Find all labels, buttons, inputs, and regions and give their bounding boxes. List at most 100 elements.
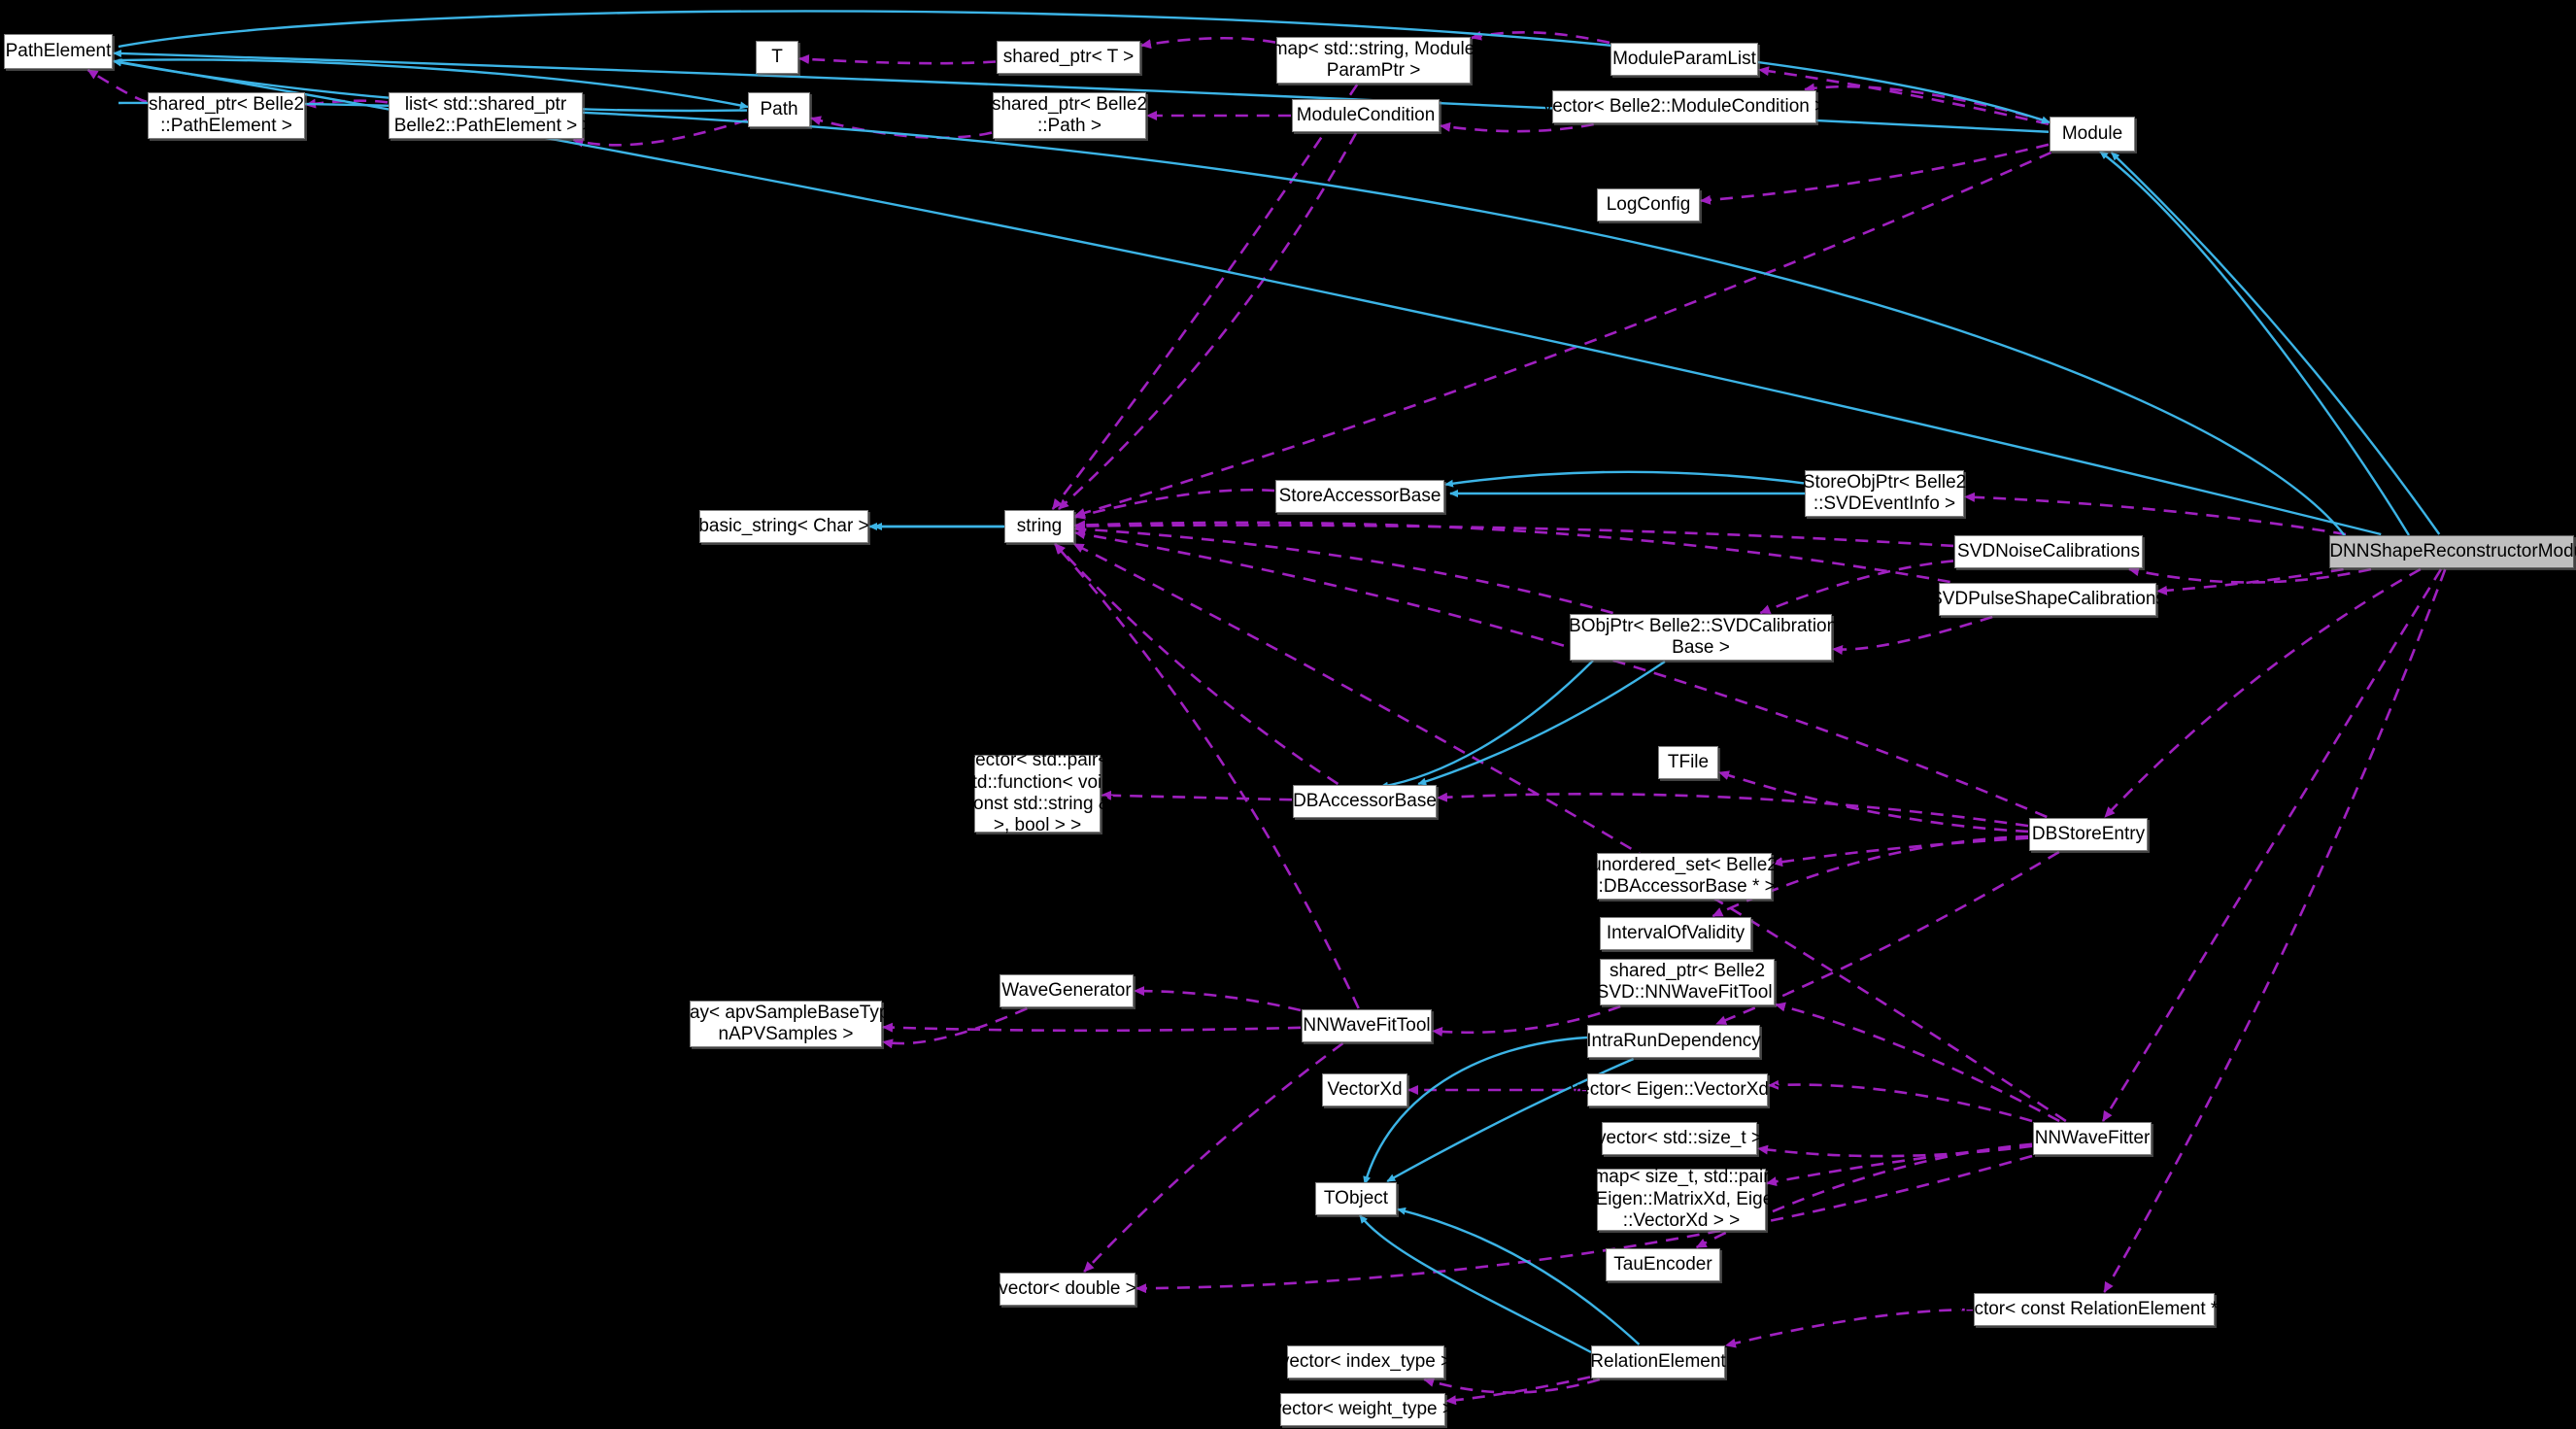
- edge-DBStoreEntry-to-TFile: [1718, 770, 2029, 834]
- edge-SVDNoiseCalibrations-to-string: [1074, 521, 1954, 548]
- graph-node-sharedPtrPathElement[interactable]: shared_ptr< Belle2 ::PathElement >: [148, 92, 305, 139]
- edge-SVDNNShapeReconModule-to-NNWaveFitter: [2101, 568, 2443, 1122]
- edge-Module-to-vectorModuleCondition: [1804, 83, 2050, 123]
- edge-SVDNNShapeReconModule-to-SVDPulseShapeCalib: [2156, 567, 2344, 595]
- graph-node-label: TObject: [1323, 1187, 1389, 1208]
- graph-node-sharedPtrPath[interactable]: shared_ptr< Belle2 ::Path >: [992, 92, 1147, 139]
- graph-node-PathElement[interactable]: PathElement: [4, 34, 113, 69]
- graph-node-TFile[interactable]: TFile: [1658, 746, 1718, 779]
- graph-node-mapSizeTPairMatrix[interactable]: map< size_t, std::pair < Eigen::MatrixXd…: [1579, 1167, 1783, 1231]
- graph-node-listSharedPtrPathElem[interactable]: list< std::shared_ptr < Belle2::PathElem…: [378, 92, 593, 139]
- graph-node-sharedPtrT[interactable]: shared_ptr< T >: [997, 41, 1140, 74]
- graph-node-label: unordered_set< Belle2 ::DBAccessorBase *…: [1591, 854, 1778, 897]
- graph-node-label: IntraRunDependency: [1586, 1030, 1761, 1051]
- graph-node-NNWaveFitter[interactable]: NNWaveFitter: [2033, 1122, 2152, 1155]
- graph-node-label: NNWaveFitTool: [1303, 1014, 1431, 1036]
- graph-node-VectorXd[interactable]: VectorXd: [1322, 1073, 1407, 1106]
- edge-DBStoreEntry-to-unorderedSetDBAccessor: [1772, 836, 2029, 868]
- edge-SVDPulseShapeCalib-to-string: [1074, 520, 1950, 584]
- edge-sharedPtrPath-to-Path: [810, 116, 993, 140]
- graph-node-RelationElement[interactable]: RelationElement: [1590, 1345, 1726, 1378]
- graph-node-WaveGenerator[interactable]: WaveGenerator: [1000, 974, 1134, 1007]
- graph-node-vectorEigenVectorXd[interactable]: vector< Eigen::VectorXd >: [1571, 1073, 1784, 1106]
- graph-node-unorderedSetDBAccessor[interactable]: unordered_set< Belle2 ::DBAccessorBase *…: [1591, 853, 1778, 900]
- graph-node-StoreObjPtrSVDEvent[interactable]: StoreObjPtr< Belle2 ::SVDEventInfo >: [1802, 470, 1967, 517]
- edge-RelationElement-to-vectorWeightType: [1445, 1376, 1591, 1406]
- edge-StoreObjPtrSVDEvent-to-StoreAccessorBase: [1444, 470, 1805, 488]
- graph-node-label: SVDNoiseCalibrations: [1957, 540, 2140, 561]
- graph-node-DBAccessorBase[interactable]: DBAccessorBase: [1293, 785, 1437, 818]
- edge-NNWaveFitter-to-vectorSizeT: [1757, 1144, 2033, 1158]
- graph-node-vectorWeightType[interactable]: vector< weight_type >: [1272, 1393, 1453, 1426]
- graph-node-label: StoreAccessorBase: [1278, 485, 1441, 506]
- graph-node-vectorPairFunction[interactable]: vector< std::pair< std::function< void (…: [958, 750, 1117, 835]
- graph-node-DBObjPtrSVDCalib[interactable]: DBObjPtr< Belle2::SVDCalibrations Base >: [1555, 614, 1847, 661]
- edge-StoreAccessorBase-to-string: [1074, 488, 1275, 520]
- graph-node-label: string: [1016, 515, 1063, 536]
- edge-DBStoreEntry-to-string: [1074, 529, 2048, 819]
- graph-node-ModuleCondition[interactable]: ModuleCondition: [1292, 99, 1440, 132]
- graph-node-arrayApvSample[interactable]: array< apvSampleBaseType, nAPVSamples >: [667, 1001, 904, 1047]
- graph-node-IntraRunDependency[interactable]: IntraRunDependency: [1586, 1025, 1761, 1058]
- graph-node-TObject[interactable]: TObject: [1315, 1182, 1397, 1215]
- graph-node-label: StoreObjPtr< Belle2 ::SVDEventInfo >: [1802, 471, 1967, 514]
- graph-node-label: DBAccessorBase: [1293, 790, 1437, 811]
- spline-p-svdmod-module: [2099, 151, 2411, 536]
- graph-node-label: TFile: [1667, 751, 1710, 772]
- edge-sharedPtrT-to-T: [798, 53, 997, 65]
- graph-node-SVDNoiseCalibrations[interactable]: SVDNoiseCalibrations: [1954, 535, 2143, 568]
- spline-p-intrarun-tobject: [1363, 1036, 1588, 1185]
- graph-node-mapStringModuleParam[interactable]: map< std::string, Module ParamPtr >: [1272, 37, 1474, 84]
- graph-node-IntervalOfValidity[interactable]: IntervalOfValidity: [1600, 917, 1751, 950]
- edge-NNWaveFitTool-to-WaveGenerator: [1134, 986, 1302, 1012]
- edge-DBAccessorBase-to-vectorPairFunction: [1101, 790, 1293, 801]
- graph-node-string[interactable]: string: [1004, 510, 1074, 543]
- spline-p-dbobj-dbaccessor: [1379, 660, 1594, 790]
- edge-Module-to-LogConfig: [1700, 143, 2050, 205]
- graph-node-DBStoreEntry[interactable]: DBStoreEntry: [2029, 818, 2148, 851]
- edge-DBAccessorBase-to-string: [1054, 543, 1339, 786]
- edge-Path-to-listSharedPtrPathElem: [572, 119, 748, 148]
- graph-node-StoreAccessorBase[interactable]: StoreAccessorBase: [1275, 480, 1444, 513]
- graph-node-label: list< std::shared_ptr < Belle2::PathElem…: [378, 93, 593, 136]
- graph-node-basicStringChar[interactable]: basic_string< Char >: [698, 510, 869, 543]
- graph-node-SVDPulseShapeCalib[interactable]: SVDPulseShapeCalibrations: [1930, 583, 2165, 616]
- graph-node-label: map< size_t, std::pair < Eigen::MatrixXd…: [1579, 1167, 1783, 1232]
- graph-node-vectorDouble[interactable]: vector< double >: [999, 1273, 1136, 1306]
- edge-listSharedPtrPathElem-to-sharedPtrPathElement: [305, 98, 389, 109]
- graph-node-vectorSizeT[interactable]: vector< std::size_t >: [1597, 1122, 1762, 1155]
- graph-node-NNWaveFitTool[interactable]: NNWaveFitTool: [1302, 1009, 1432, 1042]
- graph-node-Path[interactable]: Path: [748, 92, 810, 127]
- edge-ModuleParamList-to-mapStringModuleParam: [1471, 30, 1610, 45]
- graph-node-label: ModuleParamList: [1612, 48, 1756, 69]
- graph-node-label: shared_ptr< Belle2 ::PathElement >: [148, 93, 305, 136]
- graph-node-Module[interactable]: Module: [2050, 117, 2135, 152]
- graph-node-ModuleParamList[interactable]: ModuleParamList: [1610, 43, 1758, 76]
- graph-node-label: LogConfig: [1606, 193, 1691, 215]
- usage-edges: [86, 30, 2447, 1406]
- edge-RelationElement-to-vectorIndexType: [1423, 1378, 1601, 1394]
- edge-DBObjPtrSVDCalib-to-DBAccessorBase: [1417, 661, 1666, 786]
- edge-NNWaveFitter-to-mapSizeTPairMatrix: [1766, 1143, 2033, 1187]
- graph-node-label: SVDNNShapeReconstructorModule: [2304, 540, 2576, 561]
- graph-node-vectorModuleCondition[interactable]: vector< Belle2::ModuleCondition >: [1543, 90, 1825, 123]
- graph-node-label: vector< std::size_t >: [1596, 1127, 1763, 1148]
- graph-node-sharedPtrNNWaveFitTool[interactable]: shared_ptr< Belle2 ::SVD::NNWaveFitTool …: [1586, 959, 1788, 1005]
- graph-node-TauEncoder[interactable]: TauEncoder: [1606, 1248, 1720, 1281]
- graph-node-T[interactable]: T: [756, 41, 798, 74]
- graph-node-vectorConstRelElem[interactable]: vector< const RelationElement * >: [1954, 1293, 2234, 1326]
- edge-vectorConstRelElem-to-RelationElement: [1725, 1308, 1974, 1348]
- graph-node-label: shared_ptr< T >: [1002, 46, 1135, 67]
- graph-node-label: basic_string< Char >: [698, 515, 869, 536]
- graph-node-SVDNNShapeReconModule[interactable]: SVDNNShapeReconstructorModule: [2305, 535, 2576, 568]
- graph-node-vectorIndexType[interactable]: vector< index_type >: [1280, 1345, 1451, 1378]
- graph-node-label: RelationElement: [1590, 1350, 1726, 1372]
- graph-node-label: SVDPulseShapeCalibrations: [1930, 588, 2165, 609]
- graph-node-label: PathElement: [5, 40, 112, 61]
- graph-node-LogConfig[interactable]: LogConfig: [1597, 188, 1700, 221]
- edge-mapStringModuleParam-to-sharedPtrT: [1140, 36, 1276, 50]
- graph-node-label: map< std::string, Module ParamPtr >: [1271, 38, 1475, 81]
- graph-node-label: IntervalOfValidity: [1606, 922, 1746, 943]
- graph-node-label: vector< std::pair< std::function< void (…: [958, 750, 1117, 836]
